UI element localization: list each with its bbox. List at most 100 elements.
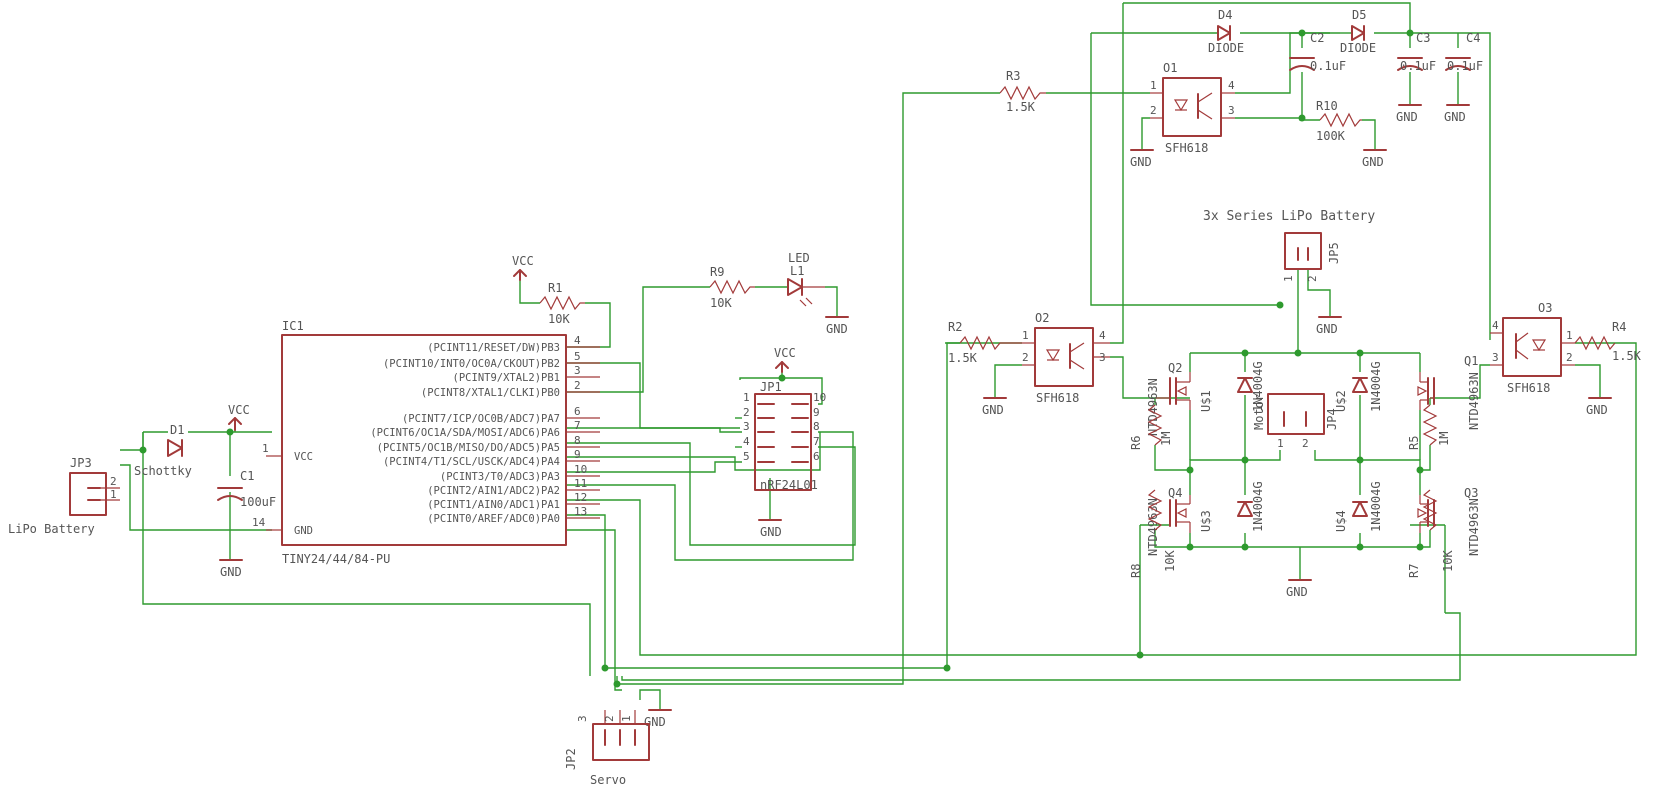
r4-resistor[interactable]: R4 1.5K (1574, 320, 1642, 363)
ic1-name: IC1 (282, 319, 304, 333)
jp1-pin-6: 6 (813, 450, 820, 463)
ic1-pin-number: 9 (574, 448, 581, 461)
r1-resistor[interactable]: R1 10K (539, 281, 585, 326)
o3-pin-4: 4 (1492, 319, 1499, 332)
r5-resistor[interactable]: R5 1M (1407, 404, 1451, 450)
ic1-pin-number: 6 (574, 405, 581, 418)
jp1-pin-marks (757, 403, 809, 463)
ic1-pin-number: 11 (574, 477, 587, 490)
d5-diode[interactable]: D5 DIODE (1340, 8, 1376, 55)
c1-name: C1 (240, 469, 254, 483)
o3-part: SFH618 (1507, 381, 1550, 395)
c4-capacitor[interactable]: C4 0.1uF (1445, 31, 1483, 73)
d4-diode[interactable]: D4 DIODE (1208, 8, 1244, 55)
jp1-pin-3: 3 (743, 420, 750, 433)
ic1-pin-signal: (PCINT7/ICP/OC0B/ADC7)PA7 (402, 413, 560, 425)
u2-diode[interactable]: U$2 1N4004G (1334, 361, 1383, 412)
gnd-symbol-jp5: GND (1316, 316, 1342, 336)
c2-name: C2 (1310, 31, 1324, 45)
jp2-pin-3: 3 (576, 715, 589, 722)
c2-value: 0.1uF (1310, 59, 1346, 73)
o3-pin-2: 2 (1566, 351, 1573, 364)
c2-capacitor[interactable]: C2 0.1uF (1289, 31, 1346, 73)
o3-pin-3: 3 (1492, 351, 1499, 364)
ic1-right-pins: (PCINT11/RESET/DW)PB34(PCINT10/INT0/OC0A… (370, 334, 600, 525)
led-name: LED (788, 251, 810, 265)
o3-pin-1: 1 (1566, 329, 1573, 342)
jp2-name: JP2 (564, 748, 578, 770)
gnd-symbol-o1: GND (1130, 149, 1154, 169)
r8-name: R8 (1129, 564, 1143, 578)
r3-value: 1.5K (1006, 100, 1036, 114)
led-ref: L1 (790, 264, 804, 278)
jp1-pin-9: 9 (813, 406, 820, 419)
r8-resistor[interactable]: R8 10K (1129, 489, 1177, 578)
ic1-vcc-label: VCC (294, 451, 313, 463)
led-l1[interactable]: LED L1 (787, 251, 825, 307)
jp2-label: Servo (590, 773, 626, 787)
q4-part: NTD4963N (1146, 498, 1160, 556)
q3-part: NTD4963N (1467, 498, 1481, 556)
jp1-pin-5: 5 (743, 450, 750, 463)
d1-name: D1 (170, 423, 184, 437)
gnd-label-c1: GND (220, 565, 242, 579)
o2-optocoupler[interactable]: O2 SFH618 1 2 4 3 (1022, 311, 1110, 405)
d1-schottky-diode[interactable]: D1 Schottky (134, 423, 192, 478)
r4-value: 1.5K (1612, 349, 1642, 363)
ic1[interactable]: IC1 TINY24/44/84-PU 1 14 VCC GND (PCINT1… (252, 319, 600, 566)
ic1-pin-signal: (PCINT10/INT0/OC0A/CKOUT)PB2 (383, 358, 560, 370)
r7-resistor[interactable]: R7 10K (1407, 489, 1455, 578)
u2-part: 1N4004G (1369, 361, 1383, 412)
jp1-nrf24l01-header[interactable]: JP1 nRF24L01 1 10 2 9 3 8 4 7 5 6 (743, 380, 826, 492)
q4-mosfet[interactable]: Q4 NTD4963N (1146, 486, 1191, 556)
jp5-battery-connector[interactable]: JP5 3x Series LiPo Battery 1 2 (1203, 209, 1375, 282)
r2-resistor[interactable]: R2 1.5K (948, 320, 1022, 365)
gnd-label-jp5: GND (1316, 322, 1338, 336)
c3-name: C3 (1416, 31, 1430, 45)
r5-value: 1M (1437, 432, 1451, 446)
o1-pin-2: 2 (1150, 104, 1157, 117)
u3-diode[interactable]: U$3 1N4004G (1199, 481, 1265, 532)
ic1-pin-number: 10 (574, 463, 587, 476)
o1-optocoupler[interactable]: O1 SFH618 1 2 4 3 (1150, 61, 1235, 155)
o1-pin-3: 3 (1228, 104, 1235, 117)
r5-name: R5 (1407, 436, 1421, 450)
r3-resistor[interactable]: R3 1.5K (999, 69, 1046, 114)
q1-mosfet[interactable]: Q1 NTD4963N (1417, 354, 1481, 430)
gnd-symbol-o3: GND (1586, 397, 1612, 417)
jp4-label: Motor (1252, 394, 1266, 430)
r9-resistor[interactable]: R9 10K (709, 265, 755, 310)
gnd-label-jp1: GND (760, 525, 782, 539)
o1-name: O1 (1163, 61, 1177, 75)
r1-name: R1 (548, 281, 562, 295)
jp1-pin-10: 10 (813, 391, 826, 404)
c1-capacitor[interactable]: C1 100uF (217, 469, 276, 509)
r7-name: R7 (1407, 564, 1421, 578)
c3-capacitor[interactable]: C3 0.1uF (1397, 31, 1436, 73)
jp2-pin-1: 1 (620, 715, 633, 722)
jp2-servo-connector[interactable]: JP2 Servo 3 2 1 (564, 710, 650, 787)
ic1-pin-number: 2 (574, 379, 581, 392)
d1-value: Schottky (134, 464, 192, 478)
u4-diode[interactable]: U$4 1N4004G (1334, 481, 1383, 532)
u1-diode[interactable]: U$1 1N4004G (1199, 361, 1265, 412)
ic1-pin-signal: (PCINT6/OC1A/SDA/MOSI/ADC6)PA6 (370, 427, 560, 439)
o3-optocoupler[interactable]: O3 SFH618 4 3 1 2 (1490, 301, 1575, 395)
jp1-pin-1: 1 (743, 391, 750, 404)
u4-part: 1N4004G (1369, 481, 1383, 532)
r1-value: 10K (548, 312, 570, 326)
r10-value: 100K (1316, 129, 1346, 143)
gnd-symbol-r10: GND (1362, 149, 1387, 169)
u2-name: U$2 (1334, 390, 1348, 412)
r10-resistor[interactable]: R10 100K (1316, 99, 1362, 143)
o2-pin-2: 2 (1022, 351, 1029, 364)
gnd-label-o3: GND (1586, 403, 1608, 417)
jp3-connector[interactable]: JP3 LiPo Battery 2 1 (8, 456, 120, 536)
o1-pin-4: 4 (1228, 79, 1235, 92)
jp5-label: 3x Series LiPo Battery (1203, 209, 1375, 224)
jp4-motor-connector[interactable]: JP4 Motor 1 2 (1252, 393, 1339, 450)
gnd-symbol-c4: GND (1444, 104, 1470, 124)
q1-part: NTD4963N (1467, 372, 1481, 430)
r6-resistor[interactable]: R6 1M (1129, 404, 1173, 450)
